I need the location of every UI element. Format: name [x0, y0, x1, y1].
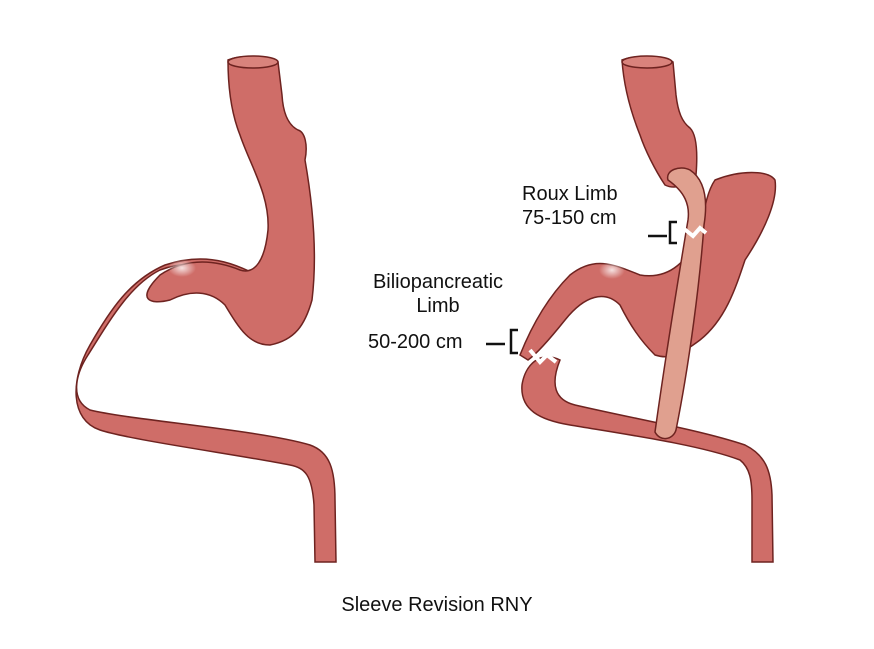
bp-cut-mark — [528, 348, 558, 365]
sleeve-stomach-left — [75, 55, 337, 563]
roux-cut-mark — [681, 225, 708, 239]
figure-caption: Sleeve Revision RNY — [341, 594, 533, 616]
bp-limb-title: Biliopancreatic — [372, 271, 504, 293]
roux-bracket-icon — [648, 220, 677, 245]
highlight — [599, 261, 625, 279]
roux-limb-title: Roux Limb — [522, 183, 618, 205]
roux-limb-length: 75-150 cm — [522, 207, 617, 229]
rny-anatomy-right — [519, 55, 777, 563]
highlight — [168, 259, 196, 277]
roux-limb-label: Roux Limb 75-150 cm — [522, 182, 618, 230]
bp-limb-label: Biliopancreatic Limb — [362, 270, 514, 318]
bp-limb-length: 50-200 cm — [368, 331, 463, 353]
bp-limb-subtitle: Limb — [416, 295, 460, 317]
bp-bracket-icon — [486, 328, 518, 355]
